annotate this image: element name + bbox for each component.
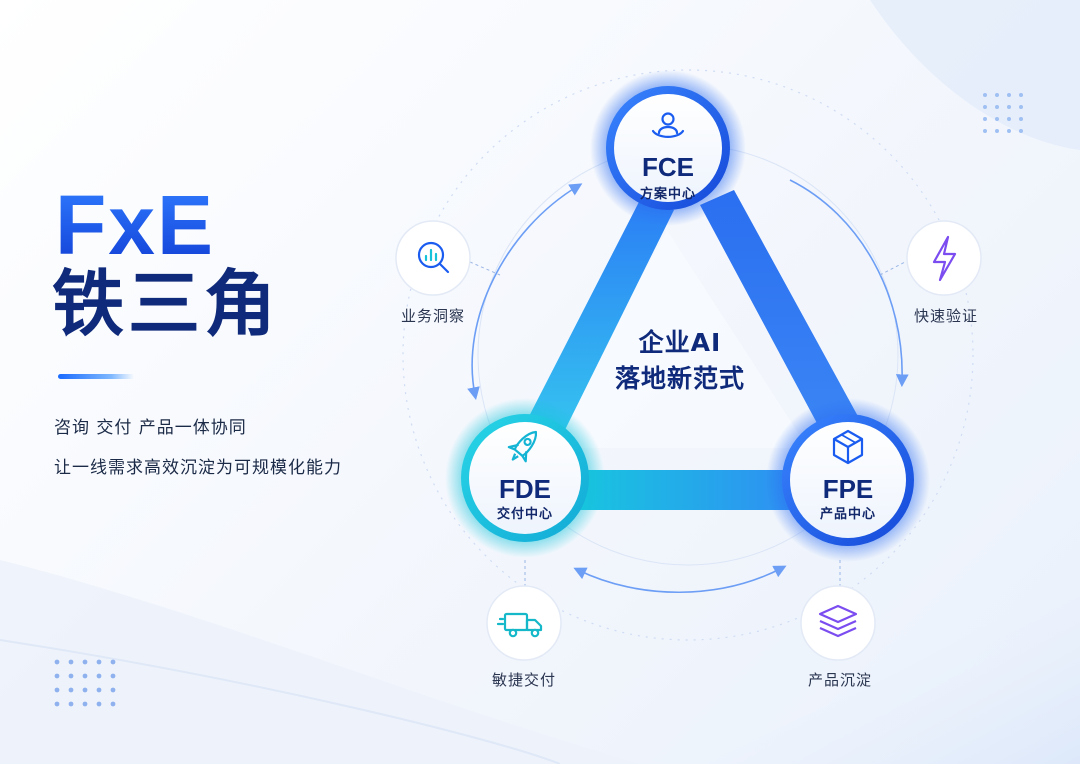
- center-line-1: 企业AI: [638, 328, 722, 357]
- magnify-chart-icon: [417, 241, 450, 274]
- page-title: 铁三角: [52, 262, 281, 346]
- arrow-fce-to-fpe: [789, 179, 909, 388]
- brand-title: FxE: [55, 178, 216, 272]
- node-fpe: [766, 398, 930, 562]
- lightning-icon: [932, 235, 957, 282]
- fce-abbr: FCE: [642, 152, 694, 182]
- satellite-deliver-label: 敏捷交付: [491, 671, 556, 689]
- user-target-icon: [651, 112, 685, 138]
- node-fce: [590, 70, 746, 226]
- satellite-validate-label: 快速验证: [913, 307, 978, 325]
- arrow-fde-to-fce: [467, 183, 583, 401]
- satellite-insight-label: 业务洞察: [400, 307, 465, 325]
- tagline-secondary: 让一线需求高效沉淀为可规模化能力: [54, 458, 342, 478]
- satellite-validate: [906, 220, 982, 296]
- triangle-inner: [548, 230, 808, 448]
- edge-fde-fpe: [575, 470, 800, 510]
- arrow-fde-fpe: [573, 565, 787, 593]
- satellite-accumulate: [800, 585, 876, 661]
- satellite-insight: [395, 220, 471, 296]
- delivery-truck-icon: [496, 612, 543, 638]
- fce-name: 方案中心: [639, 187, 696, 202]
- fde-name: 交付中心: [496, 507, 553, 522]
- title-underline: [58, 374, 134, 379]
- center-line-2: 落地新范式: [614, 364, 745, 393]
- fpe-abbr: FPE: [822, 474, 874, 504]
- dot-grid-bottom-left: [54, 659, 116, 707]
- cube-icon: [832, 429, 864, 465]
- layers-icon: [818, 604, 858, 638]
- satellite-deliver: [486, 585, 562, 661]
- tagline-primary: 咨询 交付 产品一体协同: [54, 418, 247, 438]
- dot-grid-top-right: [983, 93, 1023, 133]
- fde-abbr: FDE: [499, 474, 551, 504]
- fpe-name: 产品中心: [819, 507, 876, 522]
- rocket-icon: [507, 430, 538, 463]
- edge-fce-fpe: [700, 190, 860, 440]
- node-fde: [445, 398, 605, 558]
- satellite-accumulate-label: 产品沉淀: [807, 671, 872, 689]
- orbit-ring-outer: [402, 69, 974, 641]
